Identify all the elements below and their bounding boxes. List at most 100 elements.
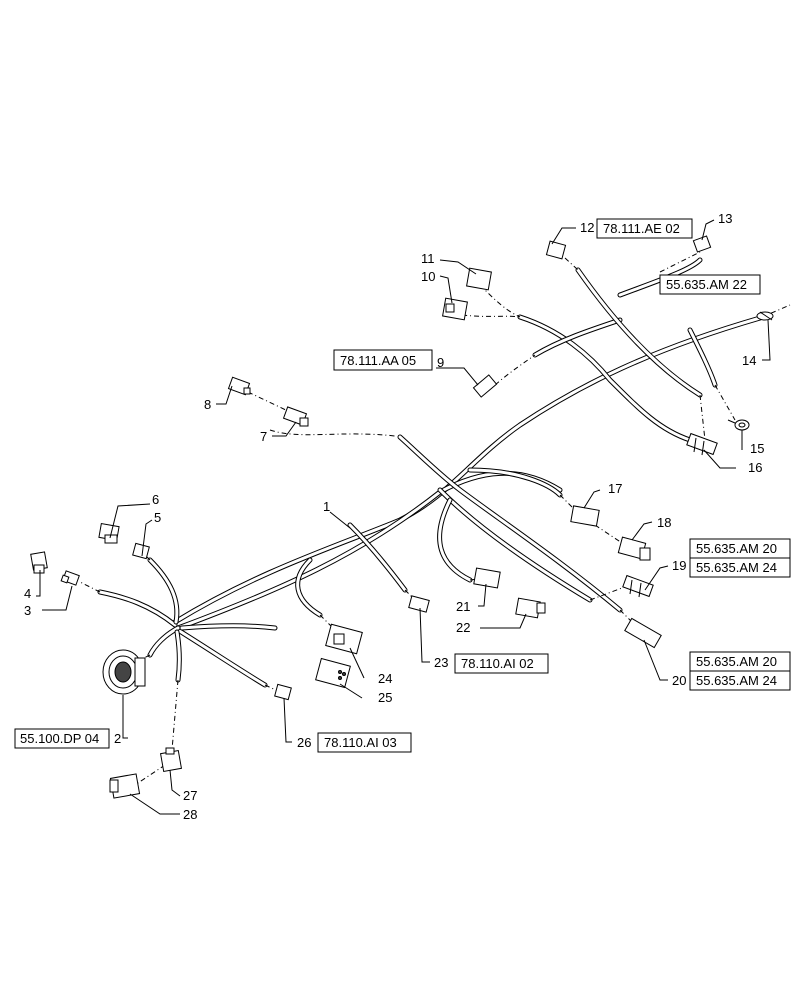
reference-box-55-635-am-22[interactable]: 55.635.AM 22 [659,274,761,295]
connector-13 [692,235,712,253]
harness-bundle-core-12 [348,523,407,592]
connector-24 [325,623,363,655]
connector-16 [686,432,718,456]
reference-box-55-635-am-24-lower[interactable]: 55.635.AM 24 [689,670,791,691]
reference-label: 55.635.AM 22 [666,277,747,292]
harness-bundle-core-10 [468,468,562,497]
connector-17 [570,505,600,527]
reference-label: 78.111.AE 02 [603,221,680,236]
reference-label: 55.635.AM 24 [696,560,777,575]
harness-bundle-core-14 [176,628,267,687]
harness-bundle-17 [97,589,178,628]
connector-27 [159,747,183,773]
harness-bundles [97,257,763,688]
harness-bundle-core-17 [98,590,177,627]
reference-box-78-111-ae-02[interactable]: 78.111.AE 02 [596,218,693,239]
callout-26: 26 [297,735,311,750]
callout-8: 8 [204,397,211,412]
callout-20: 20 [672,673,686,688]
harness-bundle-core-3 [398,435,622,612]
callout-3: 3 [24,603,31,618]
harness-bundle-core-19 [175,630,181,682]
reference-box-55-100-dp-04[interactable]: 55.100.DP 04 [14,728,110,749]
harness-bundle-core-18 [148,558,179,624]
callout-25: 25 [378,690,392,705]
reference-box-78-110-ai-03[interactable]: 78.110.AI 03 [317,732,412,753]
callout-leader-lines [36,219,771,815]
connector-7 [282,406,309,427]
reference-label: 55.100.DP 04 [20,731,99,746]
reference-boxes: 78.111.AE 02 55.635.AM 22 78.111.AA 05 5… [14,218,791,753]
callout-2: 2 [114,731,121,746]
reference-box-55-635-am-20-upper[interactable]: 55.635.AM 20 [689,538,791,559]
callout-6: 6 [152,492,159,507]
harness-bundle-core-11 [438,498,472,582]
connector-23 [408,595,430,613]
callout-9: 9 [437,355,444,370]
harness-bundle-core-15 [180,624,277,630]
callout-23: 23 [434,655,448,670]
connector-parts [30,235,774,799]
callout-16: 16 [748,460,762,475]
connector-11 [466,267,492,291]
reference-label: 55.635.AM 20 [696,541,777,556]
reference-box-78-111-aa-05[interactable]: 78.111.AA 05 [333,349,433,371]
connector-19 [622,574,654,598]
reference-label: 78.110.AI 03 [324,735,397,750]
callout-numbers: 1 2 3 4 5 6 7 8 9 10 11 12 13 14 15 16 1… [24,211,764,822]
connector-25 [315,657,351,689]
harness-bundle-4 [437,487,593,603]
connector-10 [442,297,468,321]
callout-19: 19 [672,558,686,573]
connector-22 [515,597,546,619]
callout-11: 11 [421,251,435,266]
harness-bundle-core-4 [438,488,592,602]
reference-label: 78.111.AA 05 [340,353,416,368]
harness-bundle-core-9 [688,328,717,387]
connector-2-round [102,649,146,695]
harness-bundle-core-1 [173,316,762,624]
callout-27: 27 [183,788,197,803]
reference-box-78-110-ai-02[interactable]: 78.110.AI 02 [454,653,549,674]
connection-dash-lines [79,251,791,786]
reference-label: 78.110.AI 02 [461,656,534,671]
harness-bundle-core-6 [533,318,622,357]
connector-14-clip [756,311,774,321]
connector-6 [98,522,120,544]
connector-18 [617,536,651,561]
harness-bundle-core-16 [148,626,180,657]
callout-18: 18 [657,515,671,530]
callout-12: 12 [580,220,594,235]
callout-17: 17 [608,481,622,496]
harness-bundle-core-7 [576,268,702,397]
callout-15: 15 [750,441,764,456]
callout-13: 13 [718,211,732,226]
callout-1: 1 [323,499,330,514]
connector-20 [624,617,662,649]
callout-14: 14 [742,353,756,368]
reference-label: 55.635.AM 24 [696,673,777,688]
callout-21: 21 [456,599,470,614]
connector-3 [60,570,80,586]
connector-8 [227,376,251,396]
callout-28: 28 [183,807,197,822]
callout-10: 10 [421,269,435,284]
connector-9 [472,374,498,398]
reference-box-55-635-am-24-upper[interactable]: 55.635.AM 24 [689,557,791,578]
connector-26 [274,683,292,701]
callout-5: 5 [154,510,161,525]
connector-28 [109,773,141,799]
connector-12 [545,240,567,260]
connector-15-ring-terminal [727,419,750,431]
callout-22: 22 [456,620,470,635]
reference-box-55-635-am-20-lower[interactable]: 55.635.AM 20 [689,651,791,672]
connector-5 [132,542,150,560]
callout-7: 7 [260,429,267,444]
callout-4: 4 [24,586,31,601]
harness-bundle-core-5 [518,315,692,442]
callout-24: 24 [378,671,392,686]
connector-21 [473,567,501,589]
reference-label: 55.635.AM 20 [696,654,777,669]
connector-4 [30,551,48,574]
